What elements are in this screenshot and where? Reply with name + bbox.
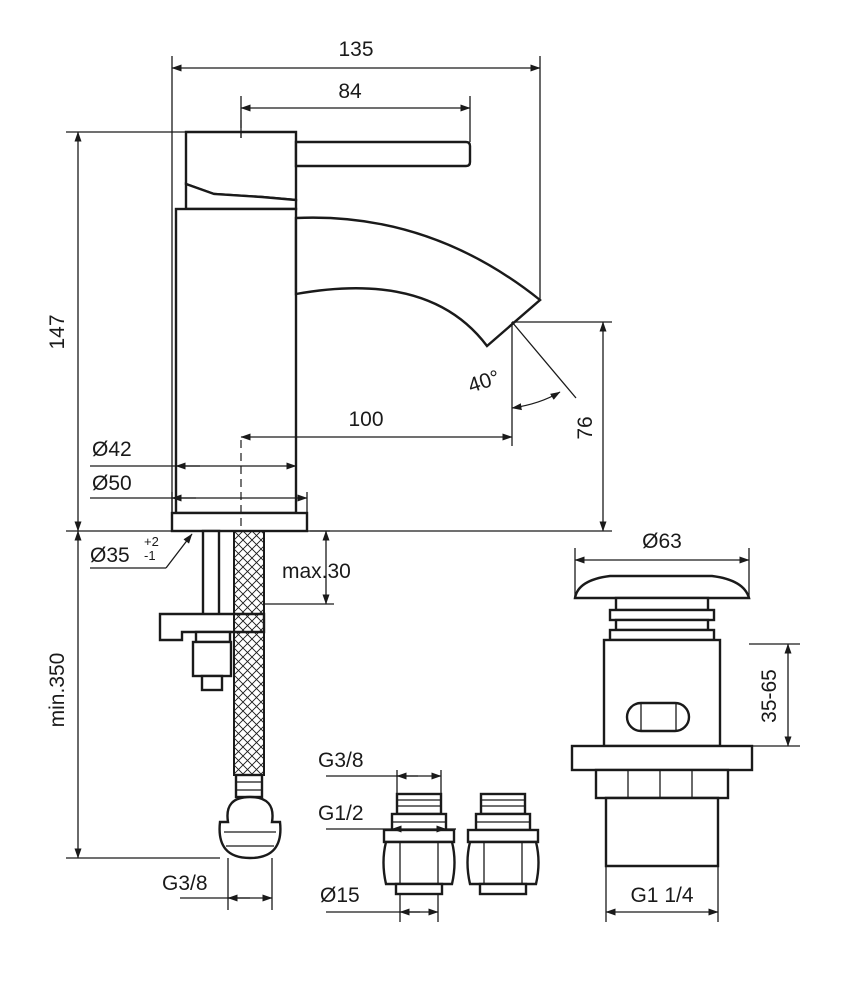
label-hole-diameter: Ø35 bbox=[90, 544, 130, 567]
label-deck-thickness: max.30 bbox=[282, 560, 351, 583]
label-overall-height: 147 bbox=[46, 314, 69, 349]
click-clack-waste bbox=[570, 574, 754, 868]
label-adapter-thread-top: G3/8 bbox=[318, 749, 364, 772]
label-overall-width: 135 bbox=[338, 38, 373, 61]
dimension-labels: 135 84 147 100 76 40° Ø42 Ø50 Ø35 +2 -1 … bbox=[46, 38, 781, 907]
label-hole-tol-upper: +2 bbox=[144, 534, 159, 549]
base-plate bbox=[170, 511, 309, 533]
adapter-left bbox=[382, 792, 456, 896]
under-deck-assembly bbox=[158, 529, 282, 860]
label-base-diameter: Ø50 bbox=[92, 472, 132, 495]
label-waste-thread: G1 1/4 bbox=[630, 884, 693, 907]
label-body-diameter: Ø42 bbox=[92, 438, 132, 461]
label-adapter-pipe-diameter: Ø15 bbox=[320, 884, 360, 907]
waste-cap bbox=[573, 574, 751, 600]
dimension-lines bbox=[74, 64, 792, 916]
label-hole-tol-lower: -1 bbox=[144, 548, 156, 563]
hose-nut bbox=[218, 795, 282, 860]
label-hose-length: min.350 bbox=[46, 653, 69, 728]
label-adapter-thread-mid: G1/2 bbox=[318, 802, 364, 825]
spout bbox=[294, 216, 542, 348]
label-spray-angle: 40° bbox=[465, 366, 502, 398]
braided-hose bbox=[233, 530, 265, 776]
faucet-body bbox=[170, 130, 542, 533]
main-body bbox=[174, 207, 298, 515]
label-waste-head-diameter: Ø63 bbox=[642, 530, 682, 553]
label-spout-reach: 100 bbox=[348, 408, 383, 431]
label-outlet-height: 76 bbox=[574, 416, 597, 439]
extension-lines bbox=[66, 56, 800, 922]
overflow-slot bbox=[625, 701, 691, 733]
adapter-right bbox=[466, 792, 540, 896]
label-lever-length: 84 bbox=[338, 80, 362, 103]
label-waste-range: 35-65 bbox=[758, 669, 781, 723]
label-hose-thread: G3/8 bbox=[162, 872, 208, 895]
